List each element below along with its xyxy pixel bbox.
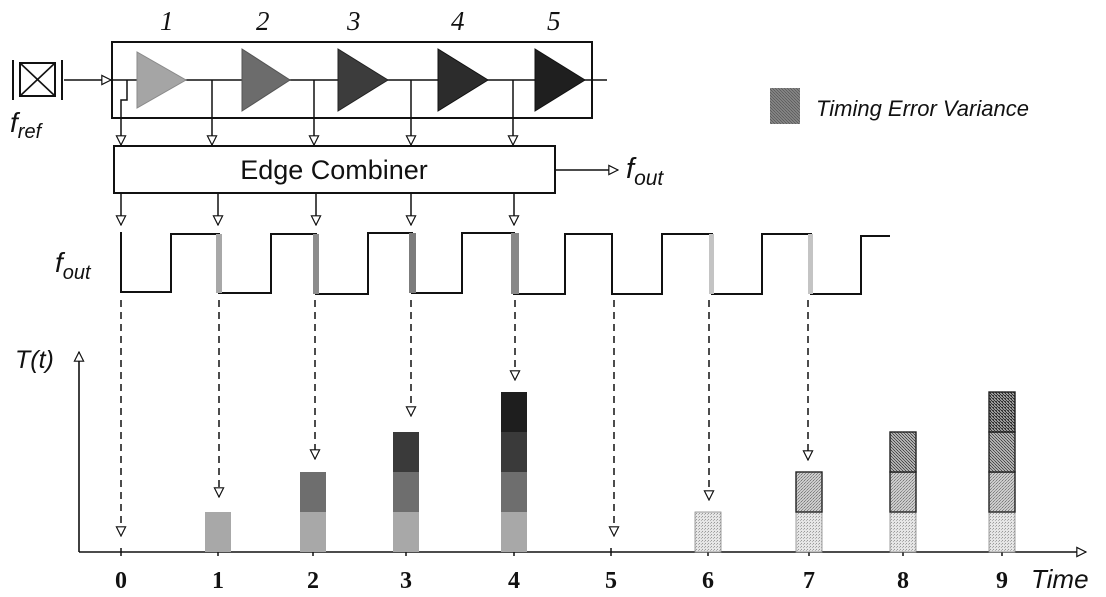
edge-blur-6 [709, 234, 714, 294]
fout-waveform: fout [55, 232, 890, 295]
delay-stage-5 [534, 48, 586, 112]
edge-blur-2 [313, 234, 319, 294]
waveform-label: fout [55, 247, 92, 284]
edge-combiner-label: Edge Combiner [240, 155, 428, 185]
x-tick-label: 1 [212, 568, 224, 594]
x-tick-label: 7 [803, 568, 815, 594]
delay-stage-1 [136, 51, 188, 109]
variance-bar-segment [501, 392, 527, 432]
x-tick-label: 0 [115, 568, 127, 594]
variance-bars [205, 391, 1016, 553]
x-tick-label: 9 [996, 568, 1008, 594]
stage-number-5: 5 [547, 6, 561, 36]
fout-output-label: fout [626, 153, 664, 190]
x-tick-label: 2 [307, 568, 319, 594]
variance-bar-segment [795, 471, 823, 513]
variance-bar-segment [393, 512, 419, 552]
variance-bar-segment [694, 511, 722, 553]
sampling-arrows [121, 300, 808, 536]
edge-blur-3 [409, 233, 416, 293]
edge-combiner: Edge Combiner fout [113, 145, 664, 194]
variance-bar-segment [889, 471, 917, 513]
plot-axes: T(t) Time [15, 346, 1089, 594]
legend-swatch-shade [770, 88, 800, 124]
variance-bar-segment [889, 511, 917, 553]
variance-bar-segment [300, 512, 326, 552]
crystal-icon [19, 62, 56, 97]
variance-bar-segment [889, 431, 917, 473]
variance-bar-segment [501, 512, 527, 552]
delay-stage-2 [241, 48, 291, 112]
tap-arrows [121, 80, 513, 145]
x-tick-label: 6 [702, 568, 714, 594]
x-tick-label: 3 [400, 568, 412, 594]
variance-bar-segment [205, 512, 231, 552]
delay-stage-4 [437, 48, 489, 112]
legend-label: Timing Error Variance [816, 96, 1029, 121]
stage-number-1: 1 [160, 6, 174, 36]
variance-bar-segment [300, 472, 326, 512]
x-tick-label: 5 [605, 568, 617, 594]
variance-bar-segment [988, 471, 1016, 513]
x-axis-ticks: 0 1 2 3 4 5 6 7 8 9 [115, 548, 1008, 594]
reference-oscillator: fref [10, 60, 111, 143]
variance-bar-segment [393, 432, 419, 472]
edge-combiner-box [113, 145, 556, 194]
tap-arrow-0 [121, 80, 128, 145]
combiner-output-arrows [121, 193, 514, 225]
y-axis-label: T(t) [15, 346, 54, 374]
x-tick-label: 8 [897, 568, 909, 594]
stage-number-4: 4 [451, 6, 465, 36]
fout-square-wave [120, 232, 890, 295]
variance-bar-segment [988, 431, 1016, 473]
variance-bar-segment [393, 472, 419, 512]
stage-number-3: 3 [346, 6, 361, 36]
variance-bar-segment [501, 432, 527, 472]
delay-line: 1 2 3 4 5 [111, 6, 607, 119]
edge-blur-4 [511, 233, 519, 294]
x-tick-label: 4 [508, 568, 520, 594]
fref-label: fref [10, 107, 44, 143]
edge-blur-7 [808, 234, 813, 294]
variance-bar-segment [988, 511, 1016, 553]
delay-stage-3 [337, 48, 389, 112]
crystal-cross-2 [19, 62, 56, 97]
variance-bar-segment [795, 511, 823, 553]
x-axis-label: Time [1031, 564, 1089, 594]
legend: Timing Error Variance [770, 88, 1029, 124]
variance-bar-segment [988, 391, 1016, 433]
variance-bar-segment [501, 472, 527, 512]
stage-number-2: 2 [256, 6, 270, 36]
edge-blur-1 [216, 234, 222, 293]
